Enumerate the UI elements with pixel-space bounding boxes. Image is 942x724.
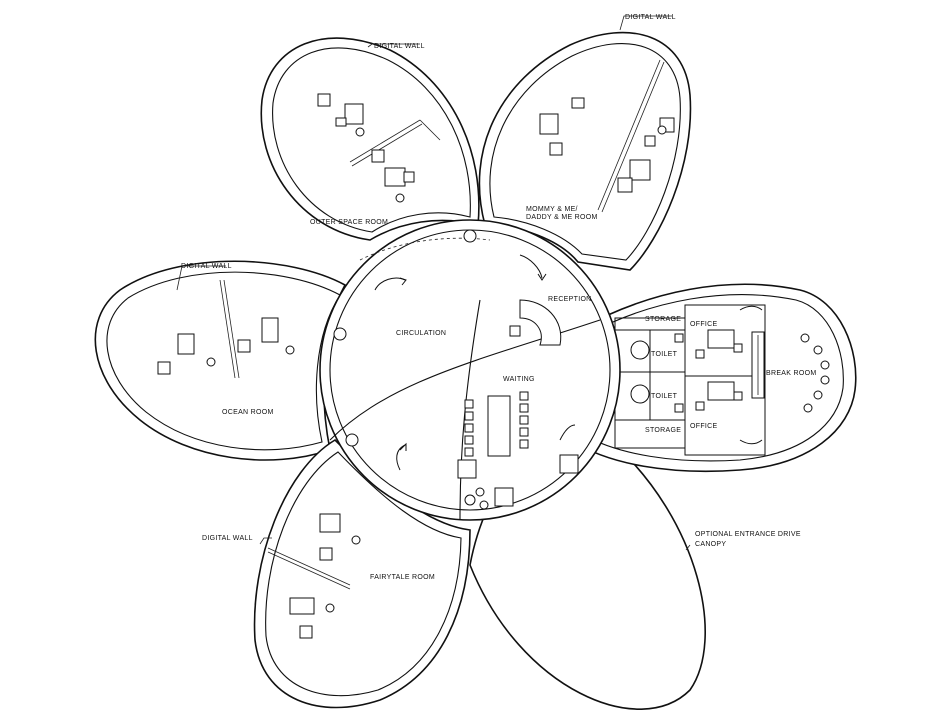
label-circulation: CIRCULATION bbox=[396, 330, 446, 337]
ocean-room bbox=[94, 260, 347, 461]
label-office-bottom: OFFICE bbox=[690, 423, 717, 430]
label-digital-wall-fairytale: DIGITAL WALL bbox=[202, 535, 253, 542]
label-break-room: BREAK ROOM bbox=[766, 370, 816, 377]
center-core bbox=[319, 219, 763, 521]
label-digital-wall-ocean: DIGITAL WALL bbox=[181, 263, 232, 270]
label-toilet-bottom: TOILET bbox=[651, 393, 678, 400]
label-storage-top: STORAGE bbox=[645, 316, 681, 323]
label-mommy-line2: DADDY & ME ROOM bbox=[526, 214, 598, 221]
label-waiting: WAITING bbox=[503, 376, 535, 383]
mommy-me-room bbox=[478, 31, 692, 271]
outer-space-room bbox=[260, 37, 480, 241]
label-reception: RECEPTION bbox=[548, 296, 592, 303]
label-office-top: OFFICE bbox=[690, 321, 717, 328]
fairytale-room bbox=[253, 438, 471, 709]
callout-leaders bbox=[176, 15, 691, 551]
label-toilet-top: TOILET bbox=[651, 351, 678, 358]
label-canopy-line1: OPTIONAL ENTRANCE DRIVE bbox=[695, 531, 801, 538]
label-outer-space-room: OUTER SPACE ROOM bbox=[310, 219, 388, 226]
mommy-me-furniture bbox=[539, 97, 675, 193]
label-mommy-line1: MOMMY & ME/ bbox=[526, 206, 578, 213]
outer-space-furniture bbox=[317, 93, 415, 203]
office-wing bbox=[568, 283, 857, 473]
label-canopy-line2: CANOPY bbox=[695, 541, 726, 548]
label-storage-bottom: STORAGE bbox=[645, 427, 681, 434]
label-digital-wall-outer-space: DIGITAL WALL bbox=[374, 43, 425, 50]
label-digital-wall-mommy: DIGITAL WALL bbox=[625, 14, 676, 21]
ocean-furniture bbox=[157, 317, 295, 375]
fairytale-furniture bbox=[289, 513, 361, 639]
plan-labels: DIGITAL WALL DIGITAL WALL DIGITAL WALL D… bbox=[181, 14, 816, 581]
label-fairytale-room: FAIRYTALE ROOM bbox=[370, 574, 435, 581]
label-ocean-room: OCEAN ROOM bbox=[222, 409, 274, 416]
